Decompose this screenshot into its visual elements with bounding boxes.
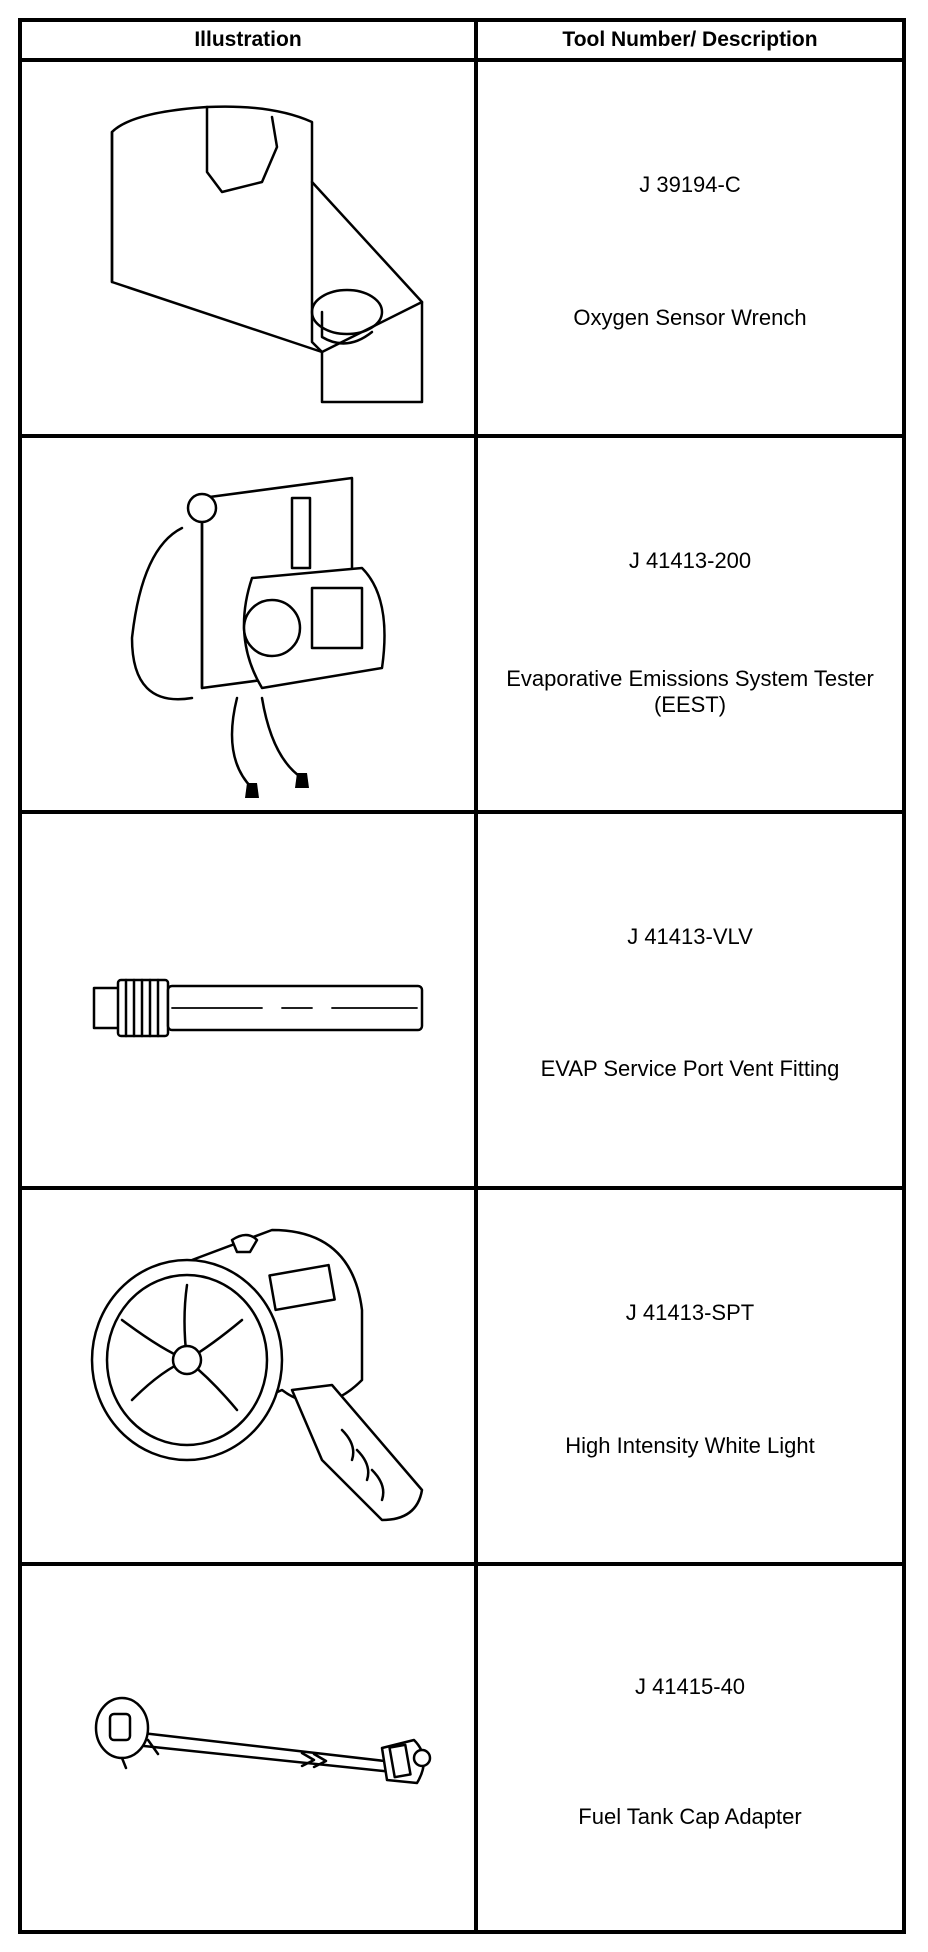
tool-number: J 41413-SPT [625,1300,755,1325]
tool-number: J 41415-40 [634,1674,746,1699]
tool-description: Evaporative Emissions System Tester (EES… [506,666,874,717]
table-header: Illustration Tool Number/ Description [22,22,902,62]
description-cell: J 41413-200 Evaporative Emissions System… [478,438,902,810]
table-row: J 41413-200 Evaporative Emissions System… [22,438,902,814]
tool-description: Fuel Tank Cap Adapter [578,1804,802,1829]
table-row: J 41413-VLV EVAP Service Port Vent Fitti… [22,814,902,1190]
illustration-cell [22,62,478,434]
table-row: J 39194-C Oxygen Sensor Wrench [22,62,902,438]
illustration-cell [22,1566,478,1930]
tool-description: High Intensity White Light [565,1433,815,1458]
flashlight-icon [90,1228,424,1522]
illustration-cell [22,438,478,810]
tool-number: J 39194-C [639,172,741,197]
table-row: J 41415-40 Fuel Tank Cap Adapter [22,1566,902,1930]
table-row: J 41413-SPT High Intensity White Light [22,1190,902,1566]
illustration-cell [22,814,478,1186]
tool-description: Oxygen Sensor Wrench [573,305,807,330]
description-cell: J 41413-SPT High Intensity White Light [478,1190,902,1562]
fuel-cap-adapter-icon [94,1696,432,1785]
evap-tester-icon [130,476,386,798]
tool-description: EVAP Service Port Vent Fitting [540,1056,840,1081]
description-cell: J 39194-C Oxygen Sensor Wrench [478,62,902,434]
tool-number: J 41413-VLV [627,924,753,949]
vent-fitting-icon [92,978,424,1038]
header-tool-number: Tool Number/ Description [562,28,818,51]
description-cell: J 41415-40 Fuel Tank Cap Adapter [478,1566,902,1930]
illustration-cell [22,1190,478,1562]
special-tools-table: Illustration Tool Number/ Description J … [18,18,906,1934]
header-illustration: Illustration [22,22,478,58]
description-cell: J 41413-VLV EVAP Service Port Vent Fitti… [478,814,902,1186]
tool-number: J 41413-200 [628,548,752,573]
oxygen-sensor-wrench-icon [110,105,424,404]
